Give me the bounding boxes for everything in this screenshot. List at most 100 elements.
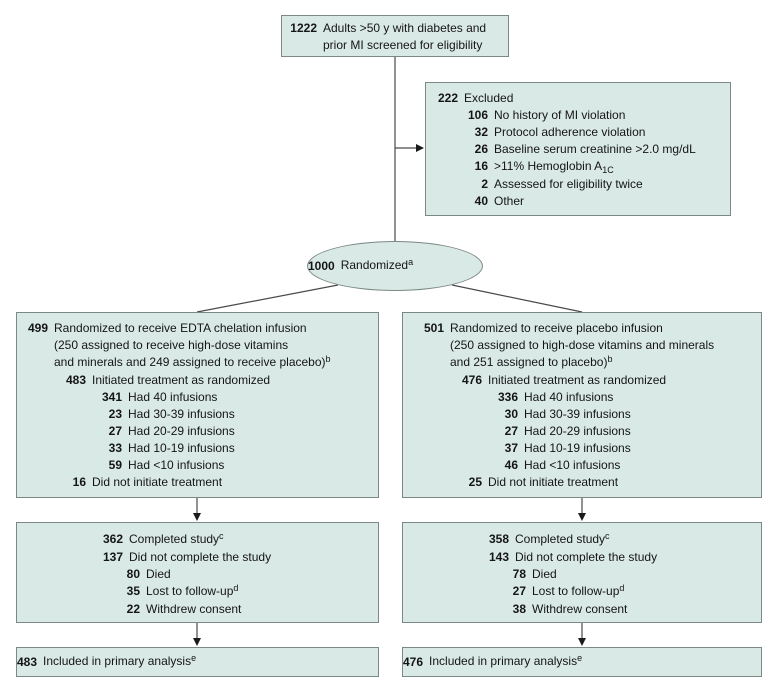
placebo-initiated-row: 476 Initiated treatment as randomized (421, 372, 757, 389)
count: 341 (101, 390, 122, 404)
placebo-not-initiated-row: 25 Did not initiate treatment (421, 474, 757, 491)
label: Had 10-19 infusions (524, 441, 631, 455)
footnote-marker-b: b (325, 354, 331, 364)
reason-label: No history of MI violation (494, 108, 626, 122)
placebo-count: 501 (423, 321, 444, 335)
label: Had 20-29 infusions (128, 424, 235, 438)
label: Lost to follow-upd (532, 583, 757, 601)
reason-count: 40 (474, 194, 488, 208)
screened-row: 1222 Adults >50 y with diabetes and prio… (290, 20, 504, 54)
count: 483 (65, 373, 86, 387)
label: Did not initiate treatment (92, 475, 223, 489)
screened-box: 1222 Adults >50 y with diabetes and prio… (281, 15, 509, 57)
excluded-count: 222 (437, 91, 458, 105)
reason-label: Assessed for eligibility twice (494, 177, 643, 191)
edta-discontinue-row: 35 Lost to follow-upd (101, 583, 374, 601)
label: Had 40 infusions (128, 390, 218, 404)
placebo-discontinue-row: 78 Died (487, 566, 757, 583)
edta-initiated-row: 483 Initiated treatment as randomized (25, 372, 374, 389)
label-text: Included in primary analysis (43, 654, 192, 668)
label: Withdrew consent (532, 602, 628, 616)
footnote-marker-b: b (607, 354, 613, 364)
footnote-marker-c: c (605, 531, 610, 541)
reason-label: Other (494, 194, 525, 208)
count: 16 (72, 475, 86, 489)
placebo-header-row: 501 Randomized to receive placebo infusi… (421, 320, 757, 372)
excluded-label: Excluded (464, 91, 514, 105)
count: 33 (108, 441, 122, 455)
label: Did not complete the study (129, 550, 272, 564)
screened-label: Adults >50 y with diabetes and prior MI … (323, 20, 504, 54)
randomized-ellipse: 1000 Randomizeda (307, 241, 483, 291)
edta-infusion-row: 23 Had 30-39 infusions (25, 406, 374, 423)
edta-header-line-1: Randomized to receive EDTA chelation inf… (54, 321, 307, 335)
count: 137 (102, 550, 123, 564)
randomized-label: Randomizeda (341, 257, 482, 275)
label: Had 30-39 infusions (128, 407, 235, 421)
edta-header-line-3-text: and minerals and 249 assigned to receive… (54, 355, 326, 369)
edta-group-box: 499 Randomized to receive EDTA chelation… (16, 312, 379, 498)
reason-count: 32 (474, 125, 488, 139)
edta-not-completed-row: 137 Did not complete the study (101, 549, 374, 566)
edta-infusion-row: 33 Had 10-19 infusions (25, 440, 374, 457)
count: 27 (512, 584, 526, 598)
placebo-infusion-row: 46 Had <10 infusions (421, 457, 757, 474)
footnote-marker-d: d (619, 583, 625, 593)
placebo-header-line-3-text: and 251 assigned to placebo) (450, 355, 608, 369)
count: 362 (102, 532, 123, 546)
count: 46 (504, 458, 518, 472)
label: Did not initiate treatment (488, 475, 619, 489)
placebo-discontinue-row: 38 Withdrew consent (487, 601, 757, 618)
placebo-group-box: 501 Randomized to receive placebo infusi… (402, 312, 762, 498)
randomized-count: 1000 (308, 258, 335, 273)
excluded-reason-row: 2 Assessed for eligibility twice (436, 176, 726, 193)
label: Had <10 infusions (128, 458, 225, 472)
edta-count: 499 (27, 321, 48, 335)
label: Did not complete the study (515, 550, 658, 564)
label: Withdrew consent (146, 602, 242, 616)
label: Had 40 infusions (524, 390, 614, 404)
label: Died (532, 567, 557, 581)
label-text: Included in primary analysis (429, 654, 578, 668)
footnote-marker-e: e (577, 653, 583, 663)
placebo-header-line-1: Randomized to receive placebo infusion (450, 321, 663, 335)
label: Initiated treatment as randomized (92, 373, 271, 387)
excluded-title-row: 222 Excluded (436, 90, 726, 107)
count: 476 (403, 654, 424, 669)
placebo-discontinue-row: 27 Lost to follow-upd (487, 583, 757, 601)
count: 35 (126, 584, 140, 598)
excluded-reason-row: 106 No history of MI violation (436, 107, 726, 124)
count: 80 (126, 567, 140, 581)
placebo-header-label: Randomized to receive placebo infusion (… (450, 320, 757, 372)
connector-randomized-to-placebo (451, 284, 583, 313)
screened-line-1: Adults >50 y with diabetes and (323, 21, 487, 35)
label: Initiated treatment as randomized (488, 373, 667, 387)
excluded-reason-row: 32 Protocol adherence violation (436, 124, 726, 141)
count: 78 (512, 567, 526, 581)
label: Had <10 infusions (524, 458, 621, 472)
placebo-infusion-row: 37 Had 10-19 infusions (421, 440, 757, 457)
reason-count: 26 (474, 142, 488, 156)
placebo-completion-box: 358 Completed studyc 143 Did not complet… (402, 522, 762, 623)
randomized-text: Randomized (340, 258, 409, 272)
excluded-reason-row: 40 Other (436, 193, 726, 210)
edta-header-row: 499 Randomized to receive EDTA chelation… (25, 320, 374, 372)
count: 25 (468, 475, 482, 489)
reason-label: >11% Hemoglobin A1C (494, 158, 726, 176)
placebo-header-line-3: and 251 assigned to placebo)b (450, 354, 757, 372)
count: 483 (17, 654, 38, 669)
label: Died (146, 567, 171, 581)
count: 23 (108, 407, 122, 421)
reason-count: 2 (481, 177, 488, 191)
placebo-primary-analysis-box: 476 Included in primary analysise (402, 647, 762, 677)
count: 143 (488, 550, 509, 564)
count: 358 (488, 532, 509, 546)
reason-count: 106 (467, 108, 488, 122)
screened-line-2: prior MI screened for eligibility (323, 38, 483, 52)
edta-not-initiated-row: 16 Did not initiate treatment (25, 474, 374, 491)
edta-header-line-3: and minerals and 249 assigned to receive… (54, 354, 374, 372)
placebo-infusion-row: 30 Had 30-39 infusions (421, 406, 757, 423)
placebo-infusion-row: 336 Had 40 infusions (421, 389, 757, 406)
footnote-marker-d: d (233, 583, 239, 593)
